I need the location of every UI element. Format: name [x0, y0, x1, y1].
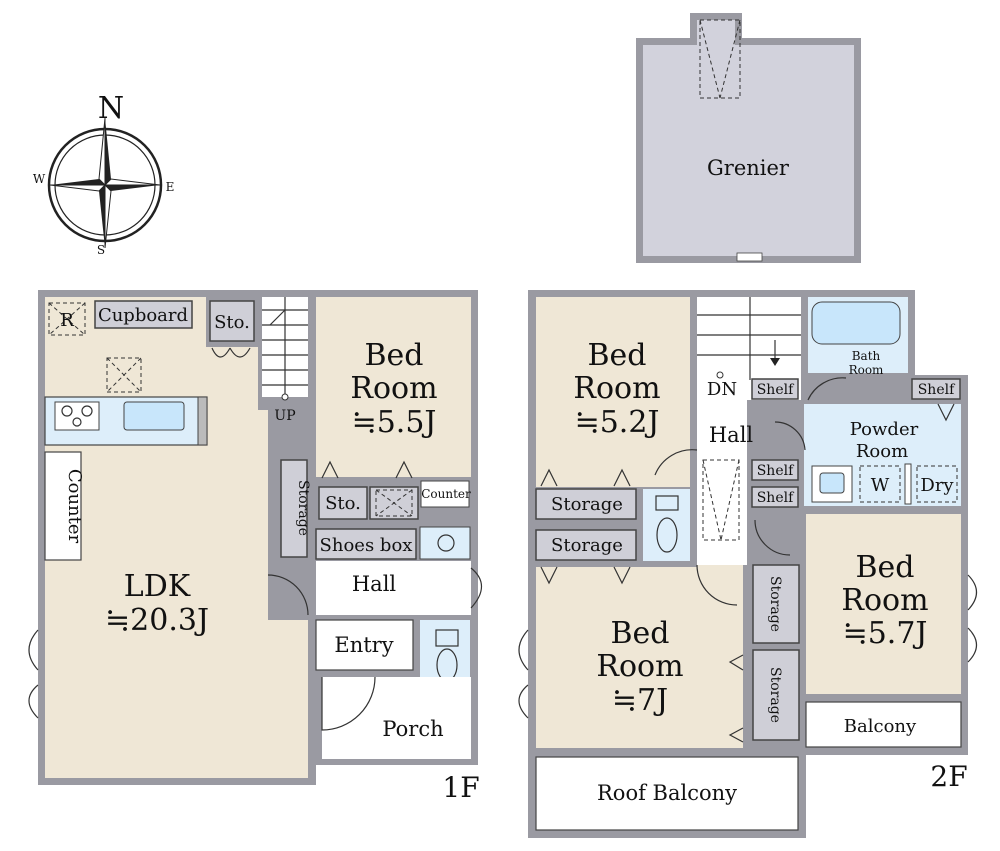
toilet-2f — [643, 489, 690, 561]
storage-2f-2 — [535, 529, 637, 561]
dryer-label: Dry — [920, 475, 954, 496]
storage-2f-4 — [752, 649, 800, 741]
roof-balcony-label: Roof Balcony — [597, 781, 737, 805]
compass-east-label: E — [166, 180, 175, 194]
bedroom-1f-size: ≒5.5J — [352, 405, 437, 440]
bedroom-2f-b-size: ≒7J — [612, 683, 668, 718]
entry — [315, 619, 414, 671]
bedroom-2f-a-size: ≒5.2J — [575, 405, 660, 440]
grenier-label: Grenier — [707, 156, 790, 180]
storage-2f-2-label: Storage — [551, 535, 623, 556]
bedroom-1f-line1: Bed — [364, 338, 423, 373]
shelf-2f-3-label: Shelf — [757, 463, 795, 479]
counter-small — [420, 480, 470, 508]
storage-2f-3 — [752, 564, 800, 644]
bedroom-2f-a-line1: Bed — [587, 338, 646, 373]
powder-line2: Room — [856, 441, 908, 462]
bedroom-2f-b-line2: Room — [596, 649, 683, 684]
shoes-box-label: Shoes box — [320, 535, 413, 556]
dryer-space — [916, 465, 958, 503]
floor-1-label: 1F — [442, 771, 479, 804]
up-label: UP — [274, 408, 295, 424]
roof-balcony — [535, 756, 799, 831]
compass-west-label: W — [33, 172, 46, 186]
shelf-2f-4-label: Shelf — [757, 490, 795, 506]
dn-label: DN — [707, 379, 737, 400]
porch — [322, 677, 471, 759]
balcony-2f — [805, 701, 962, 748]
storage-2f-3-label: Storage — [767, 576, 783, 632]
counter-left-label: Counter — [64, 469, 85, 544]
sto-top-label: Sto. — [214, 312, 250, 333]
fridge-icon — [48, 302, 86, 336]
entry-label: Entry — [334, 633, 393, 657]
shelf-2f-1-label: Shelf — [757, 382, 795, 398]
shelf-2f-4 — [751, 486, 799, 508]
bath-line2: Room — [849, 363, 884, 377]
bedroom-2f-c-line2: Room — [841, 583, 928, 618]
floor-1-plan: Counter R Cupboard Sto. — [28, 290, 483, 804]
bedroom-2f-c — [806, 514, 961, 694]
hall-1f-label: Hall — [352, 572, 397, 596]
counter-small-label: Counter — [421, 487, 471, 501]
shelf-2f-3 — [751, 459, 799, 481]
ldk-line1: LDK — [124, 569, 191, 604]
sto-mid — [318, 486, 368, 520]
compass-north-label: N — [98, 91, 124, 126]
cupboard-label: Cupboard — [98, 305, 188, 326]
shelf-2f-1 — [751, 378, 799, 400]
balcony-label: Balcony — [844, 716, 917, 737]
sink-icon — [123, 401, 185, 431]
compass-south-label: S — [97, 243, 105, 257]
cupboard — [94, 300, 193, 329]
floor-2-label: 2F — [930, 760, 967, 793]
bedroom-2f-a-line2: Room — [573, 371, 660, 406]
compass-icon: N S E W — [33, 91, 175, 257]
bedroom-2f-c-size: ≒5.7J — [843, 616, 928, 651]
bedroom-2f-c-line1: Bed — [855, 550, 914, 585]
bedroom-2f-b — [536, 565, 743, 748]
storage-2f-4-label: Storage — [767, 667, 783, 723]
fridge-label: R — [60, 310, 74, 331]
hall-2f-label: Hall — [709, 423, 754, 447]
counter-left — [44, 451, 82, 561]
washer-label: W — [871, 475, 890, 496]
powder-line1: Powder — [850, 419, 919, 440]
shelf-2f-2 — [911, 378, 961, 400]
storage-2f-1-label: Storage — [551, 494, 623, 515]
grenier-plan: Grenier — [636, 13, 861, 263]
hall-1f — [316, 561, 471, 615]
sto-top — [209, 300, 255, 342]
bedroom-2f-a — [536, 297, 690, 487]
storage-2f-1 — [535, 488, 637, 520]
bedroom-2f-b-line1: Bed — [610, 616, 669, 651]
floor-2-plan: Bed Room ≒5.2J DN Hall Bath Room Shelf — [518, 290, 978, 838]
shelf-2f-2-label: Shelf — [918, 382, 956, 398]
porch-label: Porch — [382, 717, 443, 741]
stove-icon — [54, 401, 100, 431]
ldk-size: ≒20.3J — [105, 603, 209, 638]
sto-mid-label: Sto. — [325, 493, 361, 514]
bedroom-1f — [316, 297, 471, 477]
bedroom-1f-line2: Room — [350, 371, 437, 406]
shoes-box — [315, 528, 417, 560]
bath-line1: Bath — [852, 349, 881, 363]
washer-space — [859, 465, 901, 503]
storage-1f — [280, 459, 308, 558]
storage-1f-label: Storage — [295, 480, 311, 536]
